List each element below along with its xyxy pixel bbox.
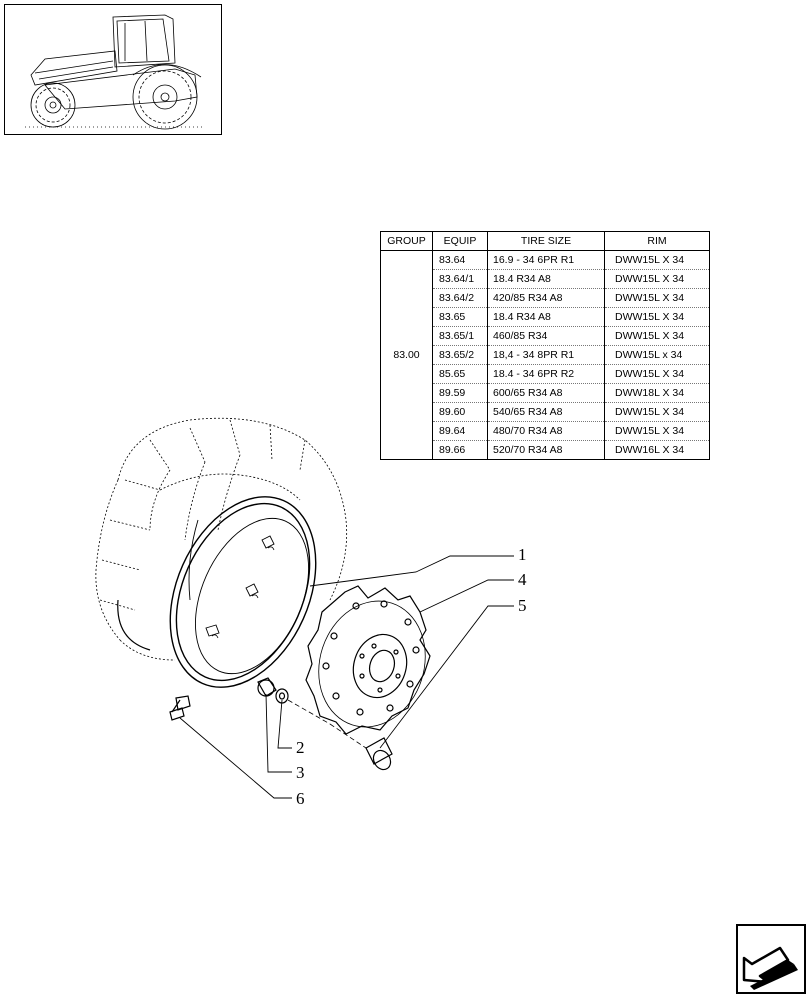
tire-cell: 420/85 R34 A8 — [487, 288, 605, 308]
header-rim: RIM — [604, 231, 710, 251]
tire-cell: 540/65 R34 A8 — [487, 402, 605, 422]
equip-cell: 83.65 — [432, 307, 488, 327]
tractor-icon — [25, 14, 205, 130]
leader-lines — [179, 555, 514, 799]
rim-cell: DWW15L X 34 — [604, 307, 710, 327]
header-equip: EQUIP — [432, 231, 488, 251]
group-cell: 83.00 — [380, 250, 433, 460]
equip-cell: 83.64/1 — [432, 269, 488, 289]
equip-cell: 83.64 — [432, 250, 488, 270]
bolt — [329, 723, 393, 771]
table-row: 83.65/1 460/85 R34 DWW15L X 34 — [381, 326, 710, 346]
wheel-disc — [305, 585, 431, 735]
table-row: 89.66 520/70 R34 A8 DWW16L X 34 — [381, 440, 710, 460]
tire-cell: 16.9 - 34 6PR R1 — [487, 250, 605, 270]
tire-spec-table: GROUP EQUIP TIRE SIZE RIM 83.00 83.64 16… — [380, 231, 710, 460]
callout-3: 3 — [296, 763, 305, 782]
table-row: 83.65 18.4 R34 A8 DWW15L X 34 — [381, 307, 710, 327]
nut-washer — [257, 677, 331, 725]
callout-2: 2 — [296, 738, 305, 757]
tire-cell: 600/65 R34 A8 — [487, 383, 605, 403]
table-row: 83.64/2 420/85 R34 A8 DWW15L X 34 — [381, 288, 710, 308]
rim — [169, 496, 317, 688]
equip-cell: 89.59 — [432, 383, 488, 403]
equip-cell: 85.65 — [432, 364, 488, 384]
table-header-row: GROUP EQUIP TIRE SIZE RIM — [380, 231, 710, 251]
rim-cell: DWW18L X 34 — [604, 383, 710, 403]
equip-cell: 83.65/2 — [432, 345, 488, 365]
callout-1: 1 — [518, 545, 527, 564]
table-row: 85.65 18.4 - 34 6PR R2 DWW15L X 34 — [381, 364, 710, 384]
rim-cell: DWW15L X 34 — [604, 364, 710, 384]
table-row: 83.64/1 18.4 R34 A8 DWW15L X 34 — [381, 269, 710, 289]
rim-cell: DWW15L X 34 — [604, 250, 710, 270]
tire-cell: 18.4 R34 A8 — [487, 307, 605, 327]
rim-cell: DWW15L X 34 — [604, 402, 710, 422]
equip-cell: 89.64 — [432, 421, 488, 441]
table-row: 89.64 480/70 R34 A8 DWW15L X 34 — [381, 421, 710, 441]
table-row: 83.65/2 18,4 - 34 8PR R1 DWW15L x 34 — [381, 345, 710, 365]
tractor-thumbnail — [4, 4, 222, 135]
rim-cell: DWW16L X 34 — [604, 440, 710, 460]
next-page-arrow-icon[interactable] — [736, 924, 806, 994]
table-row: 89.60 540/65 R34 A8 DWW15L X 34 — [381, 402, 710, 422]
rim-cell: DWW15L X 34 — [604, 288, 710, 308]
header-tire-size: TIRE SIZE — [487, 231, 605, 251]
equip-cell: 83.65/1 — [432, 326, 488, 346]
header-group: GROUP — [380, 231, 433, 251]
tire-cell: 18,4 - 34 8PR R1 — [487, 345, 605, 365]
rim-cell: DWW15L X 34 — [604, 326, 710, 346]
rim-cell: DWW15L x 34 — [604, 345, 710, 365]
callout-6: 6 — [296, 789, 305, 808]
table-row: 89.59 600/65 R34 A8 DWW18L X 34 — [381, 383, 710, 403]
callout-4: 4 — [518, 570, 527, 589]
rim-cell: DWW15L X 34 — [604, 269, 710, 289]
equip-cell: 89.66 — [432, 440, 488, 460]
tire-cell: 460/85 R34 — [487, 326, 605, 346]
table-row: 83.00 83.64 16.9 - 34 6PR R1 DWW15L X 34 — [380, 250, 710, 460]
tire-cell: 18.4 R34 A8 — [487, 269, 605, 289]
tire-cell: 520/70 R34 A8 — [487, 440, 605, 460]
tire-outline — [95, 417, 348, 661]
callout-5: 5 — [518, 596, 527, 615]
equip-cell: 83.64/2 — [432, 288, 488, 308]
tire-cell: 480/70 R34 A8 — [487, 421, 605, 441]
rim-cell: DWW15L X 34 — [604, 421, 710, 441]
valve — [169, 695, 191, 721]
